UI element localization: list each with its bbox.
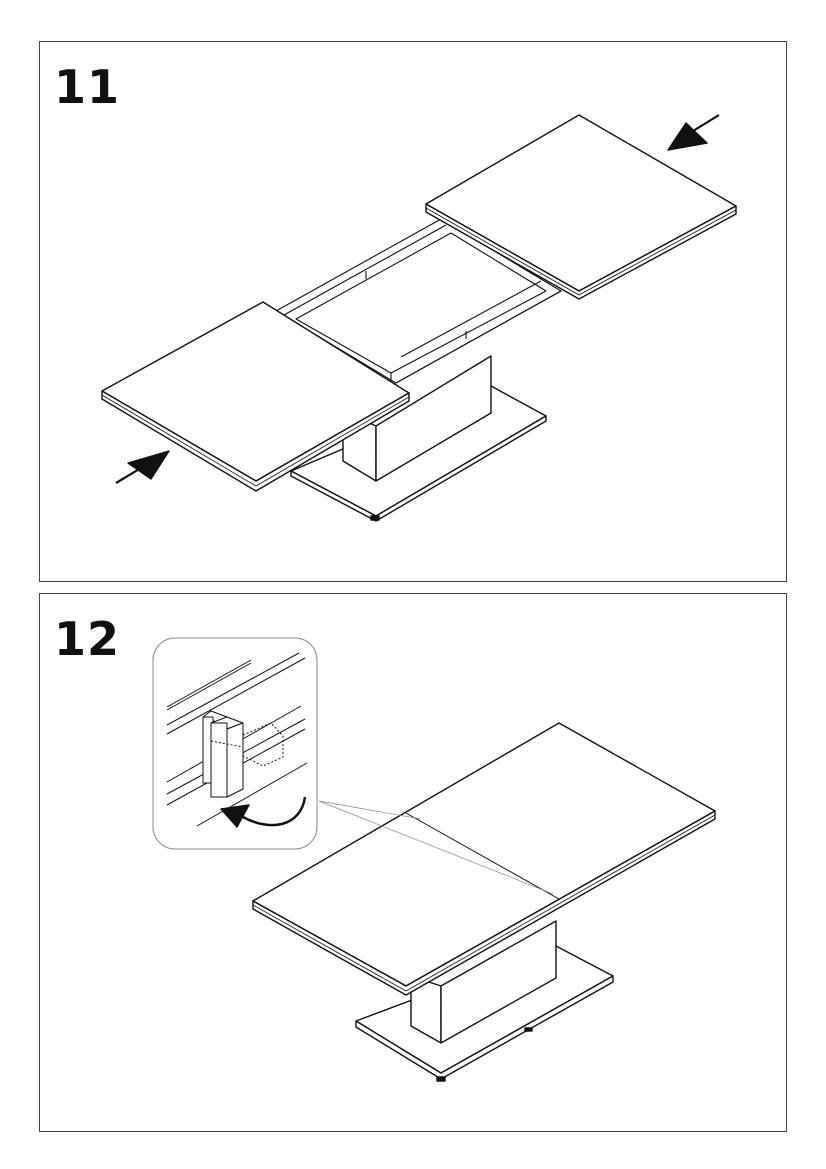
callout-lines bbox=[318, 800, 554, 895]
step-number: 12 bbox=[54, 612, 121, 666]
push-arrow-icon bbox=[115, 450, 170, 484]
left-table-leaf bbox=[101, 301, 410, 492]
pedestal-column bbox=[410, 920, 557, 1044]
table-extension-illustration bbox=[101, 114, 737, 522]
step-11-panel: 11 bbox=[39, 41, 787, 582]
extension-frame bbox=[275, 218, 562, 384]
step-number: 11 bbox=[54, 60, 121, 114]
table-top bbox=[252, 722, 716, 996]
locking-latch bbox=[202, 710, 284, 798]
rotate-arrow-icon bbox=[220, 796, 307, 828]
right-table-leaf bbox=[425, 114, 737, 300]
step-12-panel: 12 bbox=[39, 593, 787, 1132]
leaf-seam bbox=[405, 812, 560, 900]
push-arrow-icon bbox=[667, 114, 720, 151]
detail-inset bbox=[152, 637, 318, 850]
table-locking-illustration bbox=[152, 637, 716, 1082]
